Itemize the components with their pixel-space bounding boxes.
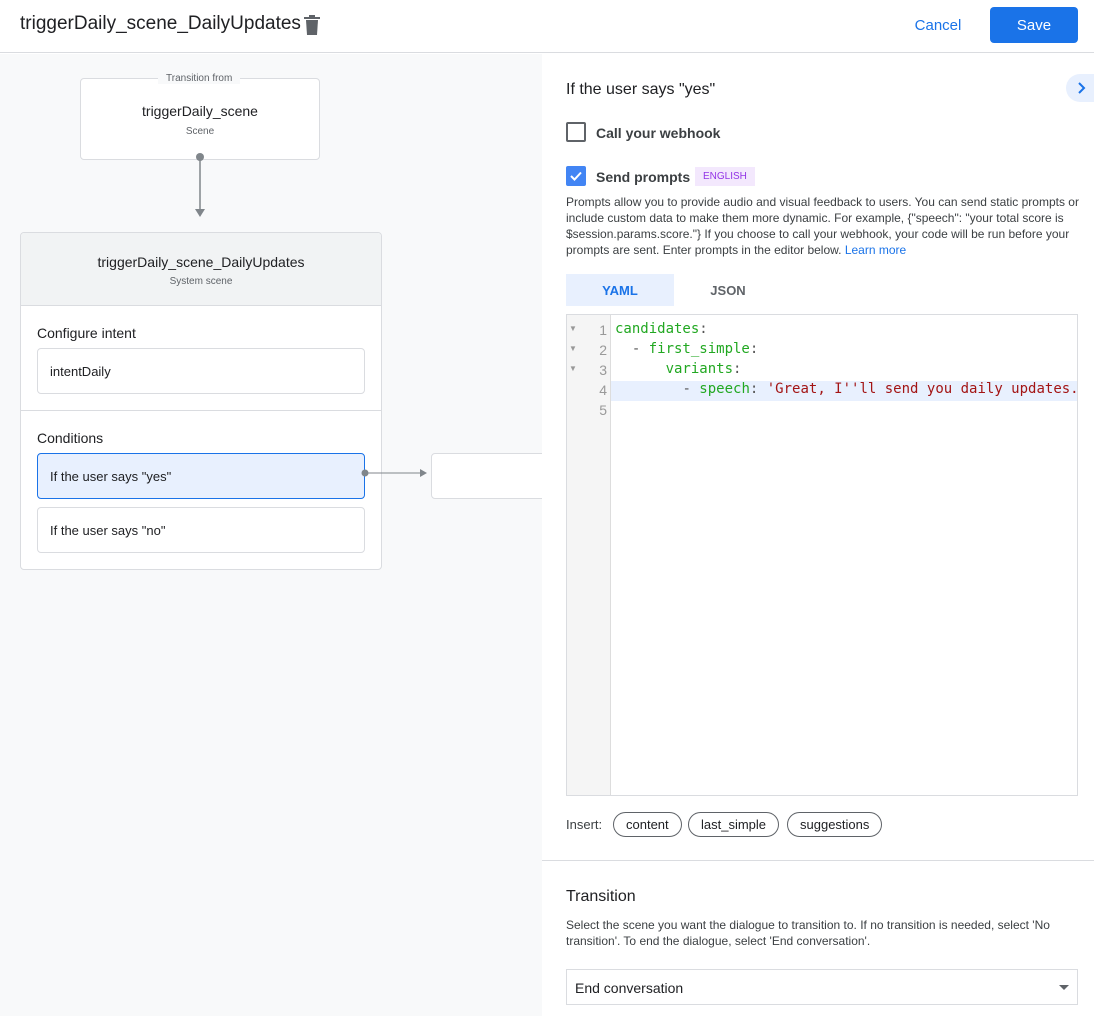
collapse-panel-button[interactable] [1066, 74, 1094, 102]
condition-yes[interactable]: If the user says "yes" [37, 453, 365, 499]
code-indent [615, 341, 632, 357]
to-scene-name: triggerDaily_scene_DailyUpdates [97, 254, 305, 270]
code-colon: : [699, 321, 708, 337]
line-number: 3 [599, 362, 607, 378]
from-scene-name: triggerDaily_scene [142, 103, 258, 119]
insert-chip-suggestions[interactable]: suggestions [787, 812, 883, 837]
empty-target-scene[interactable] [431, 453, 542, 499]
condition-panel: If the user says "yes" Call your webhook… [542, 54, 1094, 1016]
transition-to-card: triggerDaily_scene_DailyUpdates System s… [20, 232, 382, 570]
to-scene-type: System scene [169, 276, 233, 287]
tab-yaml[interactable]: YAML [566, 274, 674, 306]
save-button[interactable]: Save [990, 7, 1078, 43]
code-colon: : [749, 341, 759, 357]
fold-arrow-icon[interactable]: ▼ [569, 324, 577, 333]
divider [21, 410, 381, 411]
conditions-heading: Conditions [37, 430, 104, 446]
code-line: variants: [615, 361, 742, 377]
send-prompts-checkbox[interactable] [566, 166, 586, 186]
send-prompts-label: Send prompts [596, 169, 691, 185]
learn-more-link[interactable]: Learn more [844, 243, 907, 257]
active-line-highlight [611, 381, 1077, 401]
description-text: Prompts allow you to provide audio and v… [566, 195, 1079, 257]
code-line: candidates: [615, 321, 708, 337]
page-title: triggerDaily_scene_DailyUpdates [20, 13, 301, 34]
code-indent [615, 361, 666, 377]
code-editor[interactable]: ▼ 1 candidates: ▼ 2 - first_simple: ▼ 3 varian… [566, 314, 1078, 796]
cancel-button[interactable]: Cancel [904, 8, 972, 42]
insert-chip-last-simple[interactable]: last_simple [688, 812, 780, 837]
gutter [567, 315, 611, 795]
transition-select[interactable]: End conversation [566, 969, 1078, 1005]
tab-json[interactable]: JSON [710, 283, 746, 298]
divider [542, 860, 1094, 861]
fold-arrow-icon[interactable]: ▼ [569, 344, 577, 353]
line-number: 2 [599, 342, 607, 358]
code-line: - first_simple: [615, 341, 758, 357]
intent-item[interactable]: intentDaily [37, 348, 365, 394]
webhook-label: Call your webhook [596, 125, 721, 141]
code-key: variants [665, 361, 734, 377]
transition-arrow [195, 153, 205, 217]
webhook-checkbox[interactable] [566, 122, 586, 142]
header-bar: triggerDaily_scene_DailyUpdates Cancel S… [0, 0, 1094, 53]
flow-canvas: triggerDaily_scene Scene Transition from… [0, 54, 542, 1016]
insert-label: Insert: [566, 817, 603, 832]
code-colon: : [749, 381, 759, 397]
transition-description: Select the scene you want the dialogue t… [566, 918, 1050, 948]
scene-header[interactable] [21, 233, 381, 306]
line-number: 4 [599, 382, 607, 398]
insert-chip-content[interactable]: content [613, 812, 682, 837]
code-key: candidates [615, 321, 700, 337]
transition-from-legend: Transition from [158, 73, 241, 84]
condition-no[interactable]: If the user says "no" [37, 507, 365, 553]
condition-arrow [361, 469, 427, 477]
transition-heading: Transition [566, 888, 636, 905]
code-indent [615, 381, 682, 397]
code-dash: - [682, 381, 700, 397]
fold-arrow-icon[interactable]: ▼ [569, 364, 577, 373]
delete-icon[interactable] [304, 15, 320, 35]
code-key: first_simple [648, 341, 750, 357]
code-key: speech [699, 381, 750, 397]
transition-select-value: End conversation [575, 980, 684, 996]
language-badge: ENGLISH [695, 167, 755, 186]
code-colon: : [733, 361, 742, 377]
prompts-description: Prompts allow you to provide audio and v… [566, 194, 1081, 258]
code-line: - speech: 'Great, I''ll send you daily u… [615, 381, 1078, 397]
panel-title: If the user says "yes" [566, 81, 716, 98]
dropdown-arrow-icon [1059, 985, 1069, 990]
code-dash: - [631, 341, 649, 357]
configure-intent-heading: Configure intent [37, 325, 136, 341]
chevron-right-icon [1078, 82, 1086, 94]
from-scene-type: Scene [185, 126, 215, 137]
line-number: 1 [599, 322, 607, 338]
line-number: 5 [599, 402, 607, 418]
code-string: 'Great, I''ll send you daily updates. [758, 381, 1078, 397]
check-icon [570, 171, 582, 181]
transition-from-card[interactable]: triggerDaily_scene Scene [80, 78, 320, 160]
